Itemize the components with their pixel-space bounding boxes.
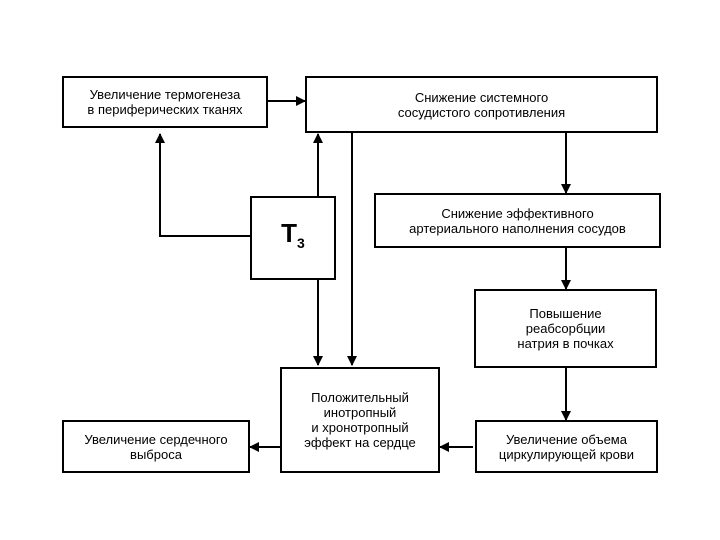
node-resistance: Снижение системного сосудистого сопротив…	[305, 76, 658, 133]
node-blood-volume: Увеличение объема циркулирующей крови	[475, 420, 658, 473]
node-thermogenesis: Увеличение термогенеза в периферических …	[62, 76, 268, 128]
node-cardiac-output: Увеличение сердечного выброса	[62, 420, 250, 473]
node-sodium: Повышение реабсорбции натрия в почках	[474, 289, 657, 368]
node-t3: T3	[250, 196, 336, 280]
node-inotropic: Положительный инотропный и хронотропный …	[280, 367, 440, 473]
node-effective-filling-label: Снижение эффективного артериального напо…	[409, 205, 626, 236]
t3-subscript: 3	[297, 235, 305, 251]
node-thermogenesis-label: Увеличение термогенеза в периферических …	[87, 87, 243, 117]
node-inotropic-label: Положительный инотропный и хронотропный …	[304, 390, 416, 450]
t3-letter: T	[281, 218, 298, 248]
arrow-t3-to-thermogenesis	[155, 133, 250, 237]
node-resistance-label: Снижение системного сосудистого сопротив…	[397, 89, 566, 120]
node-blood-volume-label: Увеличение объема циркулирующей крови	[498, 431, 635, 462]
node-t3-label: T3	[281, 220, 305, 256]
node-effective-filling: Снижение эффективного артериального напо…	[374, 193, 661, 248]
node-sodium-label: Повышение реабсорбции натрия в почках	[517, 306, 614, 351]
node-cardiac-output-label: Увеличение сердечного выброса	[84, 431, 228, 462]
